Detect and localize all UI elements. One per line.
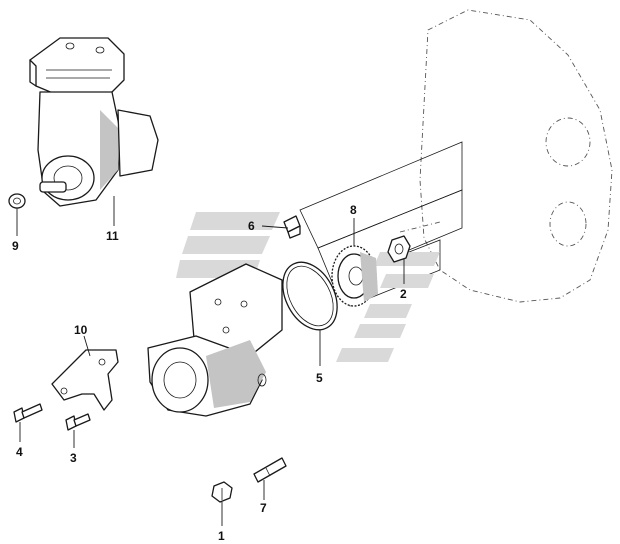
bolt-part-4 [13,403,43,423]
plug-part [283,215,301,239]
callout-1: 1 [218,529,225,543]
callout-3: 3 [70,451,77,465]
callout-9: 9 [12,239,19,253]
mounting-plane-graphic [176,141,463,362]
adapter-housing [147,263,283,417]
bracket-part [51,349,119,411]
callout-7: 7 [260,501,267,515]
callout-2: 2 [400,287,407,301]
callout-8: 8 [350,203,357,217]
callout-10: 10 [74,323,88,337]
compressor-assembly [29,37,159,207]
washer-part [8,193,26,209]
nut-part [387,235,411,263]
o-ring-part [282,261,338,331]
callout-4: 4 [16,445,23,459]
callout-11: 11 [106,229,119,243]
callout-labels: 1 2 3 4 5 6 7 8 9 10 11 [12,203,407,543]
engine-housing-outline [399,9,613,303]
bolt-part-3 [65,413,91,431]
gear-part [331,245,378,307]
stud-part [253,457,287,483]
leader-lines [16,196,405,526]
callout-6: 6 [248,219,255,233]
hex-bolt-part [211,481,233,503]
callout-5: 5 [316,371,323,385]
